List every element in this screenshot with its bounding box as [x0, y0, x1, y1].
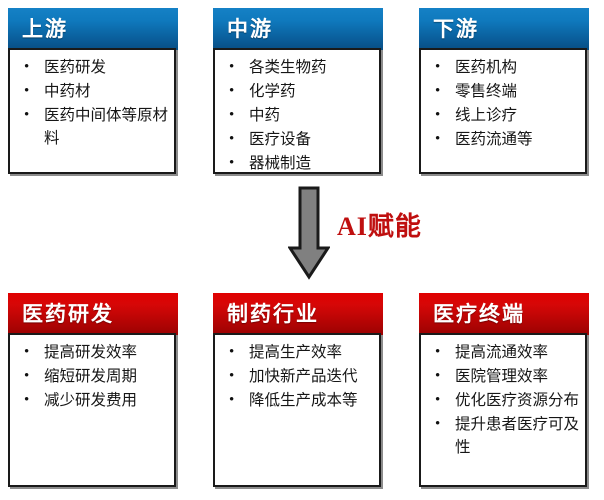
card-header-rnd: 医药研发: [8, 293, 178, 335]
bullet-icon: •: [229, 392, 235, 408]
list-item: • 医药流通等: [427, 128, 581, 151]
bullet-icon: •: [435, 416, 441, 432]
bullet-icon: •: [24, 107, 30, 123]
card-title-downstream: 下游: [433, 16, 479, 41]
bullet-icon: •: [24, 392, 30, 408]
card-title-rnd: 医药研发: [22, 301, 114, 326]
card-title-midstream: 中游: [227, 16, 273, 41]
list-item: • 提高生产效率: [221, 341, 375, 364]
list-item: • 提升患者医疗可及性: [427, 413, 581, 459]
list-item-label: 缩短研发周期: [44, 368, 138, 385]
list-item-label: 减少研发费用: [44, 392, 138, 409]
list-item: • 医药机构: [427, 56, 581, 79]
list-item: • 线上诊疗: [427, 104, 581, 127]
bullet-list-downstream: • 医药机构 • 零售终端 • 线上诊疗 • 医药流通等: [421, 50, 585, 151]
card-title-medical-terminal: 医疗终端: [433, 301, 525, 326]
card-header-pharma-industry: 制药行业: [213, 293, 383, 335]
list-item-label: 零售终端: [455, 83, 518, 100]
list-item-label: 医药流通等: [455, 131, 533, 148]
bullet-icon: •: [24, 344, 30, 360]
list-item: • 零售终端: [427, 80, 581, 103]
ai-enablement-label: AI赋能: [337, 212, 422, 241]
list-item: • 各类生物药: [221, 56, 375, 79]
bullet-list-medical-terminal: • 提高流通效率 • 医院管理效率 • 优化医疗资源分布 • 提升患者医疗可及性: [421, 335, 585, 459]
list-item: • 医药研发: [16, 56, 170, 79]
list-item: • 提高流通效率: [427, 341, 581, 364]
card-title-upstream: 上游: [22, 16, 68, 41]
card-downstream: 下游 • 医药机构 • 零售终端 • 线上诊疗 • 医药流通等: [419, 8, 597, 174]
bullet-icon: •: [435, 83, 441, 99]
list-item: • 缩短研发周期: [16, 365, 170, 388]
bullet-icon: •: [229, 368, 235, 384]
list-item: • 中药材: [16, 80, 170, 103]
list-item: • 减少研发费用: [16, 389, 170, 412]
card-pharma-industry: 制药行业 • 提高生产效率 • 加快新产品迭代 • 降低生产成本等: [213, 293, 391, 487]
card-upstream: 上游 • 医药研发 • 中药材 • 医药中间体等原材料: [8, 8, 186, 174]
bullet-icon: •: [229, 155, 235, 171]
bullet-icon: •: [24, 83, 30, 99]
list-item-label: 优化医疗资源分布: [455, 392, 580, 409]
bullet-icon: •: [435, 131, 441, 147]
list-item: • 中药: [221, 104, 375, 127]
bullet-icon: •: [229, 344, 235, 360]
bullet-icon: •: [229, 83, 235, 99]
list-item-label: 降低生产成本等: [249, 392, 358, 409]
bullet-icon: •: [229, 107, 235, 123]
card-body-medical-terminal: • 提高流通效率 • 医院管理效率 • 优化医疗资源分布 • 提升患者医疗可及性: [419, 333, 587, 487]
bullet-icon: •: [229, 59, 235, 75]
list-item-label: 医院管理效率: [455, 368, 549, 385]
bullet-icon: •: [24, 368, 30, 384]
list-item: • 加快新产品迭代: [221, 365, 375, 388]
list-item: • 医疗设备: [221, 128, 375, 151]
list-item-label: 提高流通效率: [455, 344, 549, 361]
list-item: • 降低生产成本等: [221, 389, 375, 412]
bullet-icon: •: [435, 59, 441, 75]
card-rnd: 医药研发 • 提高研发效率 • 缩短研发周期 • 减少研发费用: [8, 293, 186, 487]
bullet-icon: •: [435, 344, 441, 360]
bullet-icon: •: [229, 131, 235, 147]
card-header-medical-terminal: 医疗终端: [419, 293, 589, 335]
card-body-downstream: • 医药机构 • 零售终端 • 线上诊疗 • 医药流通等: [419, 48, 587, 174]
list-item-label: 加快新产品迭代: [249, 368, 358, 385]
card-header-midstream: 中游: [213, 8, 383, 50]
list-item-label: 医药研发: [44, 59, 107, 76]
list-item-label: 各类生物药: [249, 59, 327, 76]
card-medical-terminal: 医疗终端 • 提高流通效率 • 医院管理效率 • 优化医疗资源分布 • 提升患者: [419, 293, 597, 487]
list-item-label: 中药材: [44, 83, 91, 100]
list-item-label: 中药: [249, 107, 281, 124]
card-header-upstream: 上游: [8, 8, 178, 50]
list-item: • 医院管理效率: [427, 365, 581, 388]
card-body-rnd: • 提高研发效率 • 缩短研发周期 • 减少研发费用: [8, 333, 176, 487]
bullet-icon: •: [435, 368, 441, 384]
list-item-label: 线上诊疗: [455, 107, 518, 124]
bullet-icon: •: [24, 59, 30, 75]
list-item-label: 提高研发效率: [44, 344, 138, 361]
list-item: • 优化医疗资源分布: [427, 389, 581, 412]
list-item: • 提高研发效率: [16, 341, 170, 364]
bullet-list-upstream: • 医药研发 • 中药材 • 医药中间体等原材料: [10, 50, 174, 150]
card-title-pharma-industry: 制药行业: [227, 301, 319, 326]
card-body-midstream: • 各类生物药 • 化学药 • 中药 • 医疗设备 • 器械制造: [213, 48, 381, 174]
card-body-upstream: • 医药研发 • 中药材 • 医药中间体等原材料: [8, 48, 176, 174]
list-item-label: 医药中间体等原材料: [44, 107, 169, 147]
list-item-label: 器械制造: [249, 155, 312, 172]
down-arrow-icon: [287, 186, 331, 280]
list-item: • 化学药: [221, 80, 375, 103]
list-item-label: 化学药: [249, 83, 296, 100]
list-item-label: 医药机构: [455, 59, 518, 76]
list-item: • 器械制造: [221, 152, 375, 175]
bullet-icon: •: [435, 107, 441, 123]
list-item: • 医药中间体等原材料: [16, 104, 170, 150]
list-item-label: 提高生产效率: [249, 344, 343, 361]
card-header-downstream: 下游: [419, 8, 589, 50]
bullet-list-pharma-industry: • 提高生产效率 • 加快新产品迭代 • 降低生产成本等: [215, 335, 379, 412]
list-item-label: 提升患者医疗可及性: [455, 416, 580, 456]
card-body-pharma-industry: • 提高生产效率 • 加快新产品迭代 • 降低生产成本等: [213, 333, 381, 487]
bullet-list-midstream: • 各类生物药 • 化学药 • 中药 • 医疗设备 • 器械制造: [215, 50, 379, 175]
bullet-list-rnd: • 提高研发效率 • 缩短研发周期 • 减少研发费用: [10, 335, 174, 412]
bullet-icon: •: [435, 392, 441, 408]
list-item-label: 医疗设备: [249, 131, 312, 148]
card-midstream: 中游 • 各类生物药 • 化学药 • 中药 • 医疗设备: [213, 8, 391, 174]
